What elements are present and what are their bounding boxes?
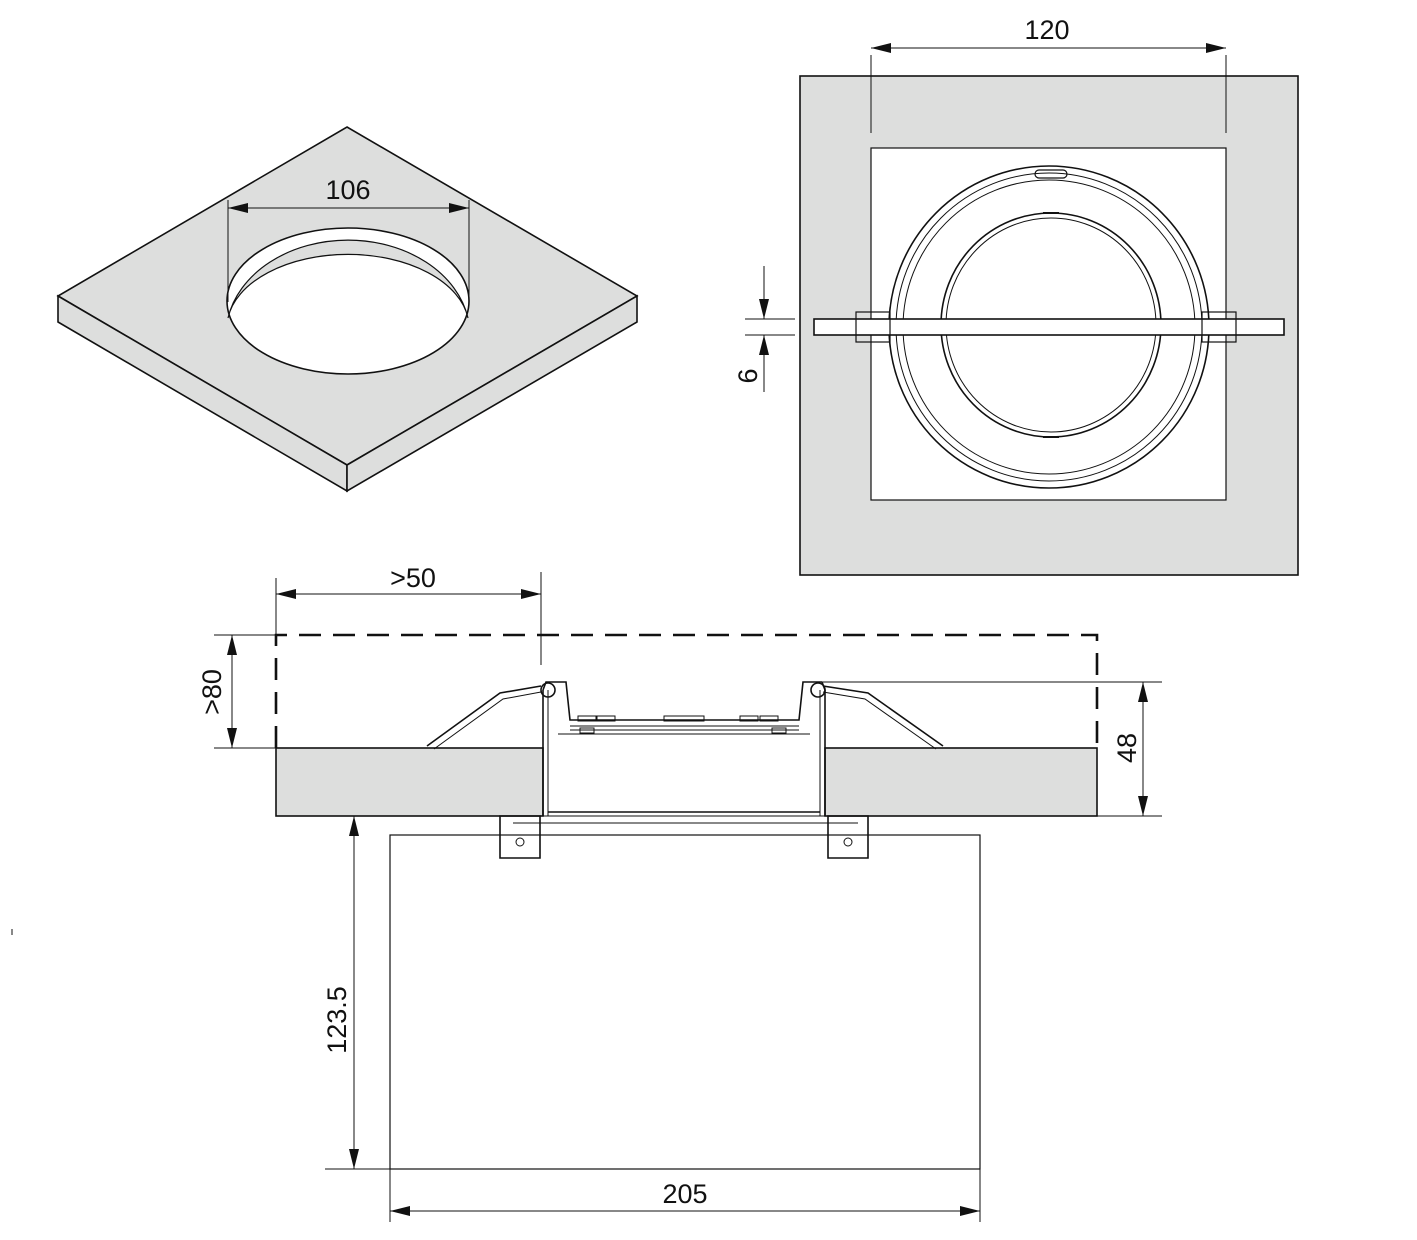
bracket-clip-left (855, 311, 891, 343)
fixture-tab (1034, 169, 1068, 179)
clearance-zone (274, 633, 1099, 748)
dim-label-bracket-thickness: 6 (733, 368, 763, 383)
plate-right-face (346, 294, 638, 493)
bracket-clip-right (1201, 311, 1237, 343)
dim-label-fixture-height: 48 (1112, 733, 1142, 763)
ceiling-section-left (275, 747, 544, 817)
mounting-bracket-bar (813, 318, 1285, 336)
top-view: 120 6 (733, 15, 1299, 576)
dim-label-cutout-diameter: 106 (325, 175, 370, 205)
ceiling-section-right (824, 747, 1098, 817)
dim-label-box-height: 123.5 (322, 986, 352, 1054)
mounting-tab-left (499, 815, 541, 859)
driver-box (389, 834, 981, 1170)
dim-label-box-width: 205 (662, 1179, 707, 1209)
mounting-tab-right (827, 815, 869, 859)
dim-label-bracket-span: 120 (1024, 15, 1069, 45)
section-view: >50 >80 48 123.5 205 (11, 563, 1162, 1222)
fixture-section (426, 681, 944, 816)
dim-label-top-clearance: >80 (197, 669, 227, 715)
isometric-cutout-view: 106 (56, 126, 639, 493)
dim-label-side-clearance: >50 (390, 563, 436, 593)
cutout-inner-wall (227, 239, 469, 319)
